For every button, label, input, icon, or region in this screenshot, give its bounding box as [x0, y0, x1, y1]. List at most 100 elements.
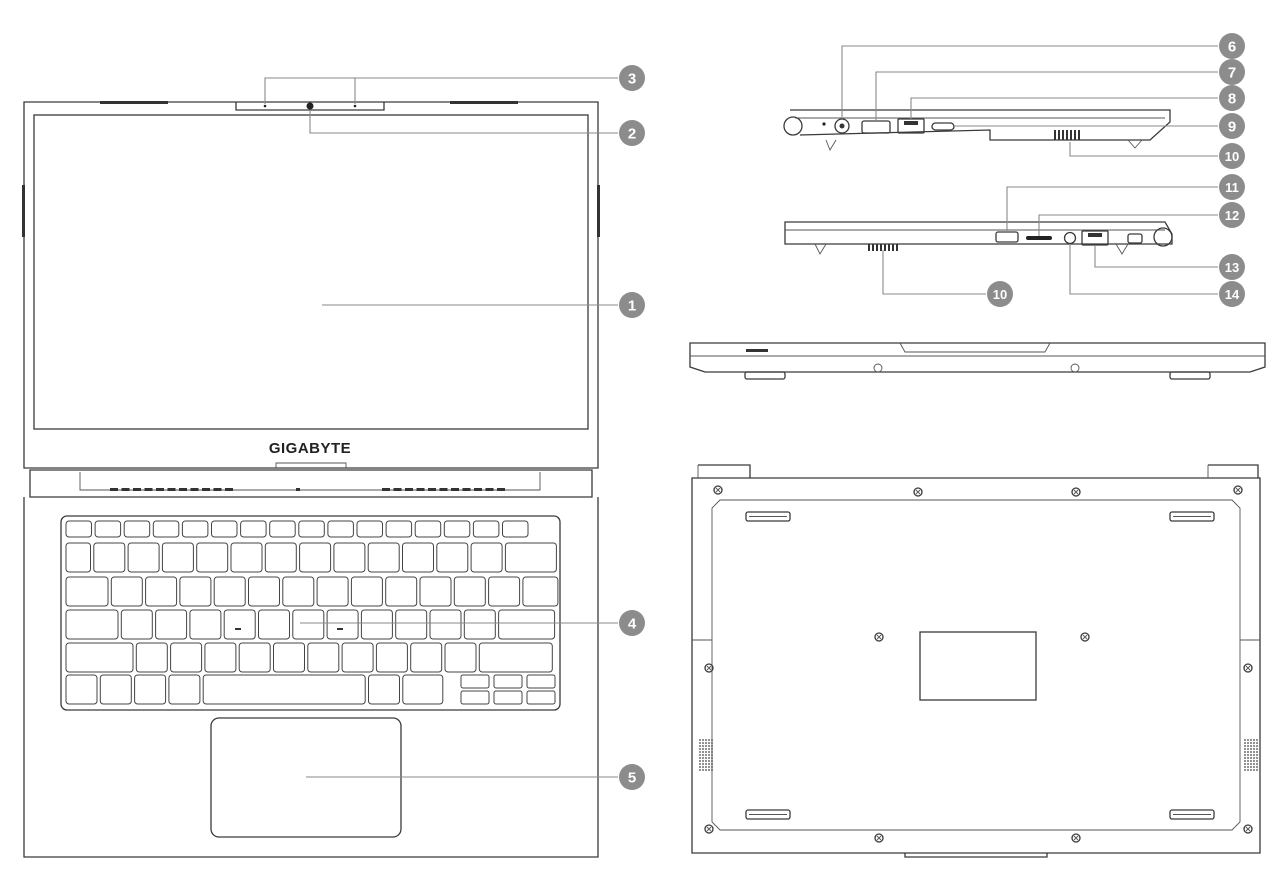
speaker-hole — [1244, 763, 1246, 765]
vent-slot — [213, 488, 222, 491]
speaker-hole — [1244, 766, 1246, 768]
speaker-hole — [1253, 766, 1255, 768]
hinge-vents-left — [110, 488, 233, 491]
keyboard-key — [179, 576, 212, 607]
speaker-hole — [1247, 742, 1249, 744]
vent-slot — [393, 488, 402, 491]
callout-10-right: 10 — [1219, 143, 1245, 169]
speaker-hole — [708, 766, 710, 768]
keyboard-key — [238, 642, 271, 673]
usb-a-tongue — [904, 121, 918, 125]
keyboard-area — [60, 515, 561, 711]
keyboard-key — [120, 609, 153, 640]
speaker-hole — [708, 748, 710, 750]
foot-left — [825, 139, 837, 152]
keyboard-key — [99, 674, 132, 705]
speaker-hole — [1250, 754, 1252, 756]
keyboard-key — [414, 520, 442, 538]
screw-cross — [706, 826, 712, 832]
grille-slot — [884, 244, 886, 251]
hinge-bar — [29, 469, 593, 498]
lid-side-mark-left — [22, 185, 25, 237]
speaker-hole — [705, 748, 707, 750]
bottom-outline — [691, 477, 1261, 854]
speaker-hole — [708, 745, 710, 747]
callout-1-label: 1 — [628, 298, 636, 315]
keyboard-key — [211, 520, 238, 538]
callout-3-label: 3 — [628, 71, 636, 88]
screw — [713, 485, 723, 495]
vent-slot — [451, 488, 459, 491]
screw-cross — [715, 487, 721, 493]
speaker-hole — [699, 754, 701, 756]
webcam-icon — [306, 102, 314, 110]
speaker-hole — [699, 763, 701, 765]
speaker-hole — [1256, 766, 1258, 768]
speaker-hole — [1247, 763, 1249, 765]
speaker-hole — [711, 751, 713, 753]
speaker-hole — [705, 757, 707, 759]
leader-3 — [264, 77, 618, 104]
keyboard-key — [65, 609, 119, 640]
grille-slot — [1074, 130, 1076, 140]
speaker-hole — [1256, 748, 1258, 750]
callout-10-right-label: 10 — [1225, 149, 1239, 164]
speaker-hole — [705, 745, 707, 747]
keyboard-key — [94, 520, 122, 538]
bottom-view — [691, 464, 1261, 858]
keyboard-key — [493, 674, 523, 689]
vent-slot — [110, 488, 118, 491]
rubber-foot — [745, 511, 791, 522]
keyboard-key — [478, 642, 553, 673]
speaker-hole — [1256, 769, 1258, 771]
base-deck — [23, 497, 599, 858]
speaker-hole — [1253, 757, 1255, 759]
callout-11: 11 — [1219, 174, 1245, 200]
keyboard-key — [385, 520, 413, 538]
gigabyte-logo: GIGABYTE — [269, 440, 351, 457]
keyboard-key — [240, 520, 267, 538]
laptop-top-view: GIGABYTE — [22, 101, 600, 858]
vent-slot — [497, 488, 505, 491]
keyboard-key — [375, 642, 408, 673]
foot-left-2 — [814, 243, 827, 255]
grille-slot — [888, 244, 890, 251]
speaker-hole — [699, 766, 701, 768]
keyboard-key — [202, 674, 366, 705]
screw-cross — [876, 634, 882, 640]
callout-7-label: 7 — [1228, 65, 1236, 82]
keyboard-key — [230, 542, 263, 573]
speaker-hole — [702, 742, 704, 744]
speaker-hole — [708, 742, 710, 744]
keyboard-key — [443, 520, 471, 538]
keyboard-key — [65, 674, 98, 705]
bezel-mark-right — [450, 101, 518, 104]
speaker-hole — [1250, 745, 1252, 747]
keyboard-key — [522, 576, 559, 607]
callout-12: 12 — [1219, 202, 1245, 228]
keyboard-key — [385, 576, 418, 607]
screw — [1071, 487, 1081, 497]
speaker-hole — [702, 766, 704, 768]
screw — [1080, 632, 1090, 642]
vent-slot — [121, 488, 130, 491]
side-right-body — [790, 109, 1171, 141]
keyboard-key — [204, 642, 237, 673]
speaker-hole — [1247, 748, 1249, 750]
keyboard-key — [395, 609, 428, 640]
keyboard-key — [429, 609, 462, 640]
keyboard-key — [498, 609, 556, 640]
keyboard-key — [168, 674, 201, 705]
screw-cross — [876, 835, 882, 841]
speaker-hole — [1250, 739, 1252, 741]
keyboard-key — [213, 576, 246, 607]
leader-14 — [1069, 244, 1218, 295]
screw-cross — [915, 489, 921, 495]
speaker-hole — [1253, 739, 1255, 741]
keyboard-key — [65, 520, 92, 538]
keyboard-key — [470, 542, 503, 573]
keyboard-key — [189, 609, 222, 640]
keyboard-key — [152, 520, 180, 538]
speaker-hole — [699, 760, 701, 762]
vent-slot — [485, 488, 494, 491]
